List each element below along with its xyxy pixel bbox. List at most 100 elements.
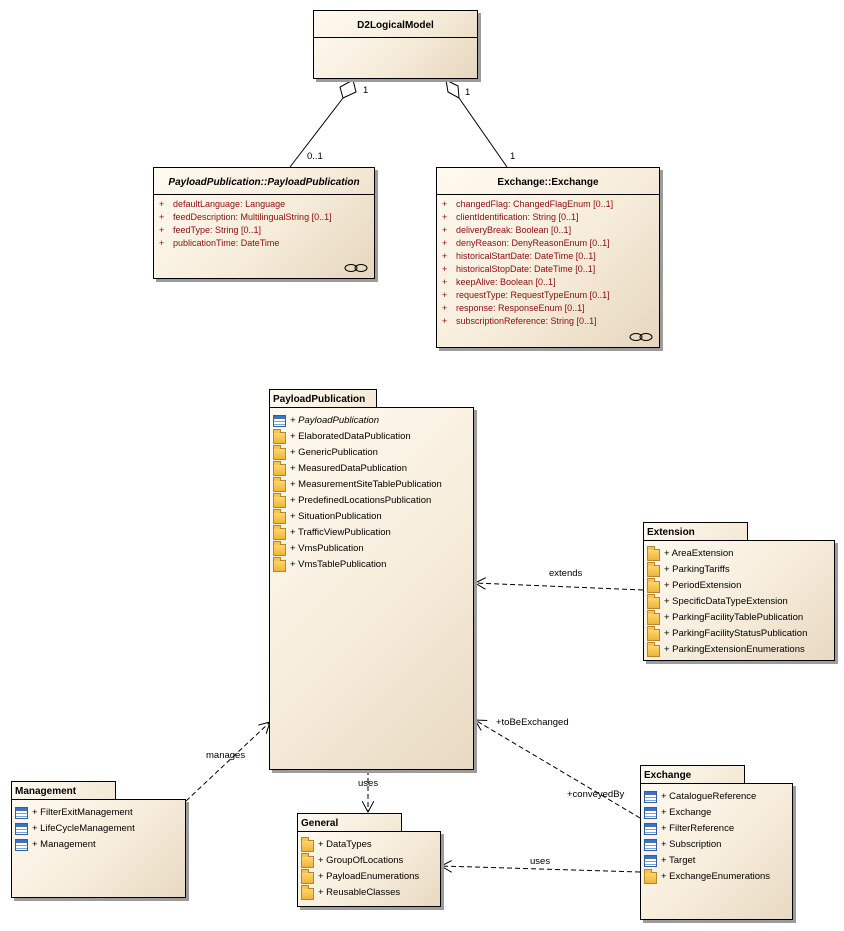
package-item-label: + ElaboratedDataPublication bbox=[290, 431, 411, 442]
package-item[interactable]: + FilterExitManagement bbox=[15, 805, 185, 821]
package-item-label: + PeriodExtension bbox=[664, 580, 742, 591]
management-package[interactable]: + FilterExitManagement + LifeCycleManagem… bbox=[11, 799, 186, 898]
package-item[interactable]: + ParkingFacilityTablePublication bbox=[647, 610, 834, 626]
payload-publication-package-tab[interactable]: PayloadPublication bbox=[269, 389, 377, 408]
package-item-label: + DataTypes bbox=[318, 839, 372, 850]
package-item-label: + MeasurementSiteTablePublication bbox=[290, 479, 442, 490]
package-item-label: + PayloadEnumerations bbox=[318, 871, 420, 882]
d2-logical-model-class[interactable]: D2LogicalModel bbox=[313, 10, 478, 79]
package-item-label: + Target bbox=[661, 855, 696, 866]
aggregation-exchange-line bbox=[458, 97, 508, 168]
package-item-label: + AreaExtension bbox=[664, 548, 734, 559]
package-item[interactable]: + PayloadPublication bbox=[273, 413, 473, 429]
uses-exchange-label: uses bbox=[530, 856, 551, 867]
package-item[interactable]: + Subscription bbox=[644, 837, 792, 853]
package-item[interactable]: + ReusableClasses bbox=[301, 885, 440, 901]
extension-package[interactable]: + AreaExtension + ParkingTariffs + PeriodE… bbox=[643, 540, 835, 661]
link-chain-icon bbox=[344, 264, 368, 272]
package-item[interactable]: + GenericPublication bbox=[273, 445, 473, 461]
attribute-row: +requestType: RequestTypeEnum [0..1] bbox=[442, 289, 659, 302]
aggregation-exchange-diamond bbox=[445, 79, 460, 99]
package-item[interactable]: + SpecificDataTypeExtension bbox=[647, 594, 834, 610]
package-item[interactable]: + Target bbox=[644, 853, 792, 869]
visibility-marker: + bbox=[159, 238, 165, 248]
folder-icon bbox=[273, 477, 286, 492]
package-item-label: + FilterReference bbox=[661, 823, 735, 834]
package-item[interactable]: + PredefinedLocationsPublication bbox=[273, 493, 473, 509]
package-item[interactable]: + VmsPublication bbox=[273, 541, 473, 557]
package-item-label: + Management bbox=[32, 839, 96, 850]
attribute-list: +defaultLanguage: Language+feedDescripti… bbox=[154, 195, 374, 250]
package-item-label: + GroupOfLocations bbox=[318, 855, 404, 866]
attribute-text: denyReason: DenyReasonEnum [0..1] bbox=[456, 238, 610, 248]
visibility-marker: + bbox=[159, 212, 165, 222]
folder-icon bbox=[647, 626, 660, 641]
package-item[interactable]: + AreaExtension bbox=[647, 546, 834, 562]
visibility-marker: + bbox=[442, 225, 448, 235]
exchange-package-tab[interactable]: Exchange bbox=[640, 765, 745, 784]
package-item[interactable]: + ParkingFacilityStatusPublication bbox=[647, 626, 834, 642]
conveyed-by-label: +conveyedBy bbox=[567, 789, 625, 800]
package-item[interactable]: + DataTypes bbox=[301, 837, 440, 853]
visibility-marker: + bbox=[442, 212, 448, 222]
payload-publication-package[interactable]: + PayloadPublication + ElaboratedDataPubl… bbox=[269, 407, 474, 770]
package-item[interactable]: + PayloadEnumerations bbox=[301, 869, 440, 885]
package-item-label: + SpecificDataTypeExtension bbox=[664, 596, 788, 607]
exchange-class[interactable]: Exchange::Exchange +changedFlag: Changed… bbox=[436, 167, 660, 348]
package-item[interactable]: + MeasurementSiteTablePublication bbox=[273, 477, 473, 493]
extends-label: extends bbox=[549, 568, 583, 579]
attribute-row: +subscriptionReference: String [0..1] bbox=[442, 315, 659, 328]
general-package[interactable]: + DataTypes + GroupOfLocations + PayloadEn… bbox=[297, 831, 441, 907]
attribute-text: response: ResponseEnum [0..1] bbox=[456, 303, 585, 313]
package-item[interactable]: + TrafficViewPublication bbox=[273, 525, 473, 541]
package-item[interactable]: + LifeCycleManagement bbox=[15, 821, 185, 837]
diagram-icon bbox=[644, 791, 657, 803]
folder-icon bbox=[647, 594, 660, 609]
folder-icon bbox=[273, 557, 286, 572]
package-item[interactable]: + ElaboratedDataPublication bbox=[273, 429, 473, 445]
attribute-text: requestType: RequestTypeEnum [0..1] bbox=[456, 290, 610, 300]
visibility-marker: + bbox=[442, 316, 448, 326]
package-item[interactable]: + PeriodExtension bbox=[647, 578, 834, 594]
package-item[interactable]: + ExchangeEnumerations bbox=[644, 869, 792, 885]
folder-icon bbox=[273, 525, 286, 540]
package-item-label: + FilterExitManagement bbox=[32, 807, 133, 818]
attribute-row: +historicalStopDate: DateTime [0..1] bbox=[442, 263, 659, 276]
package-item-label: + ExchangeEnumerations bbox=[661, 871, 771, 882]
visibility-marker: + bbox=[159, 225, 165, 235]
diagram-icon bbox=[15, 807, 28, 819]
visibility-marker: + bbox=[442, 238, 448, 248]
package-item[interactable]: + ParkingExtensionEnumerations bbox=[647, 642, 834, 658]
management-package-tab[interactable]: Management bbox=[11, 781, 116, 800]
package-item[interactable]: + FilterReference bbox=[644, 821, 792, 837]
package-item[interactable]: + MeasuredDataPublication bbox=[273, 461, 473, 477]
package-item-label: + SituationPublication bbox=[290, 511, 382, 522]
attribute-row: +feedDescription: MultilingualString [0.… bbox=[159, 211, 374, 224]
visibility-marker: + bbox=[159, 199, 165, 209]
package-item[interactable]: + ParkingTariffs bbox=[647, 562, 834, 578]
package-item[interactable]: + CatalogueReference bbox=[644, 789, 792, 805]
package-item[interactable]: + GroupOfLocations bbox=[301, 853, 440, 869]
package-contents: + CatalogueReference+ Exchange + FilterRe… bbox=[641, 784, 792, 885]
folder-icon bbox=[273, 445, 286, 460]
package-item[interactable]: + Exchange bbox=[644, 805, 792, 821]
package-item[interactable]: + VmsTablePublication bbox=[273, 557, 473, 573]
payload-publication-class[interactable]: PayloadPublication::PayloadPublication +… bbox=[153, 167, 375, 279]
to-be-exchanged-label: +toBeExchanged bbox=[496, 717, 569, 728]
attribute-row: +changedFlag: ChangedFlagEnum [0..1] bbox=[442, 198, 659, 211]
package-item-label: + PayloadPublication bbox=[290, 415, 379, 426]
folder-icon bbox=[647, 642, 660, 657]
attribute-text: historicalStartDate: DateTime [0..1] bbox=[456, 251, 596, 261]
package-contents: + PayloadPublication + ElaboratedDataPubl… bbox=[270, 408, 473, 573]
folder-icon bbox=[273, 461, 286, 476]
package-item-label: + GenericPublication bbox=[290, 447, 378, 458]
package-item[interactable]: + SituationPublication bbox=[273, 509, 473, 525]
class-name: PayloadPublication::PayloadPublication bbox=[168, 177, 360, 188]
diagram-icon bbox=[644, 839, 657, 851]
general-package-tab[interactable]: General bbox=[297, 813, 402, 832]
attribute-row: +defaultLanguage: Language bbox=[159, 198, 374, 211]
exchange-package[interactable]: + CatalogueReference+ Exchange + FilterRe… bbox=[640, 783, 793, 920]
extension-package-tab[interactable]: Extension bbox=[643, 522, 748, 541]
manages-dependency bbox=[185, 722, 270, 802]
package-item[interactable]: + Management bbox=[15, 837, 185, 853]
